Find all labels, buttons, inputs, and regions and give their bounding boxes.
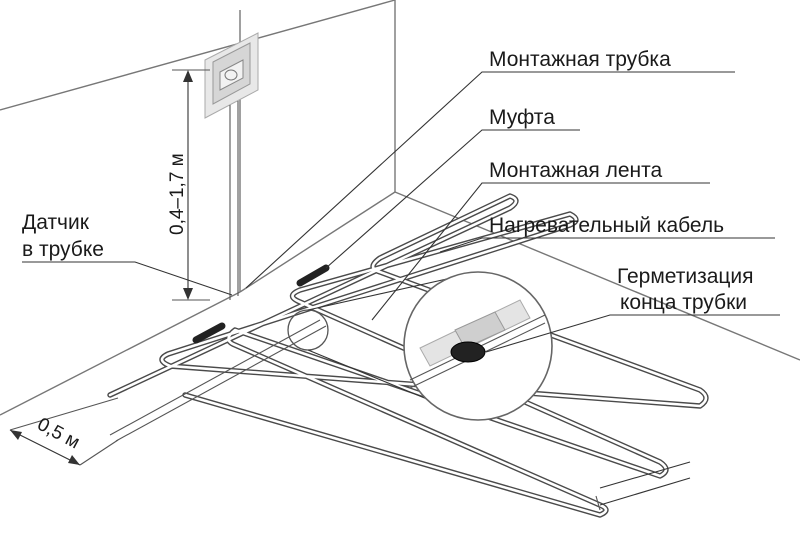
vertical-mounting-tube (229, 101, 239, 300)
label-coupling: Муфта (489, 106, 555, 129)
coupling-right (296, 264, 330, 287)
height-dimension-label: 0,4–1,7 м (167, 153, 188, 235)
label-sealing-line1: Герметизация (617, 265, 754, 288)
room-walls (0, 0, 800, 416)
thermostat-icon (204, 32, 259, 119)
edge-gap-dimension (9, 397, 119, 466)
cable-pitch-marker (595, 461, 691, 511)
coupling-left (192, 322, 226, 344)
height-dimension (172, 69, 210, 301)
label-heating-cable: Нагревательный кабель (489, 214, 724, 237)
label-mounting-tape: Монтажная лента (489, 159, 663, 182)
zoom-source-circle (287, 309, 329, 351)
sealed-tube-end (450, 341, 486, 363)
leader-lines (22, 71, 780, 353)
label-mounting-tube: Монтажная трубка (489, 48, 671, 71)
label-sensor-line1: Датчик (22, 211, 90, 234)
label-sensor-line2: в трубке (22, 238, 104, 261)
heating-cable (107, 193, 709, 518)
edge-gap-label: 0,5 м (34, 414, 83, 454)
label-sealing-line2: конца трубки (620, 291, 747, 314)
floor-mounting-tube (109, 319, 327, 442)
